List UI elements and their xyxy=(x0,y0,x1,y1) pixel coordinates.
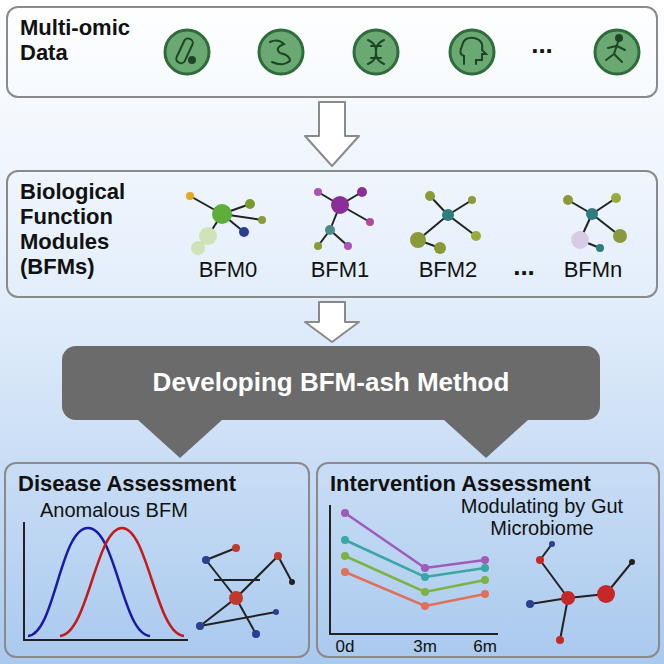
ellipsis: ... xyxy=(531,30,553,59)
method-banner: Developing BFM-ash Method xyxy=(62,346,600,420)
anomaly-network xyxy=(196,544,295,638)
omic-icons xyxy=(165,30,639,74)
panel-title: Developing BFM-ash Method xyxy=(153,368,510,397)
panel-title: Intervention Assessment xyxy=(330,472,648,497)
block-arrow xyxy=(305,302,359,342)
module-name: BFM1 xyxy=(311,258,370,282)
ellipsis: ... xyxy=(513,252,535,281)
data-panel: Multi-omic Data xyxy=(6,6,658,98)
assessment-panel: Intervention AssessmentModulating by Gut… xyxy=(316,462,660,658)
block-arrow xyxy=(305,102,359,166)
module-name: BFM0 xyxy=(199,258,258,282)
wedge-arrow xyxy=(138,420,222,458)
assessment-panel: Disease AssessmentAnomalous BFM xyxy=(4,462,310,658)
microbiome-network xyxy=(526,541,635,644)
axis-tick: 0d xyxy=(336,638,355,657)
module-name: BFM2 xyxy=(419,258,478,282)
module-name: BFMn xyxy=(564,258,623,282)
panel-subtitle: Anomalous BFM xyxy=(40,499,298,522)
panel-subtitle: Modulating by Gut Microbiome xyxy=(424,495,660,540)
panel-title: Biological Function Modules (BFMs) xyxy=(20,180,145,279)
omic-glyphs xyxy=(175,35,625,64)
axis-tick: 3m xyxy=(413,638,437,657)
panel-title: Multi-omic Data xyxy=(20,16,160,66)
time-course-chart xyxy=(330,505,498,634)
axis-tick: 6m xyxy=(473,638,497,657)
bfm-networks xyxy=(186,187,627,255)
wedge-arrow xyxy=(444,420,528,458)
panel-title: Disease Assessment xyxy=(18,472,298,497)
distribution-plot xyxy=(24,522,188,640)
